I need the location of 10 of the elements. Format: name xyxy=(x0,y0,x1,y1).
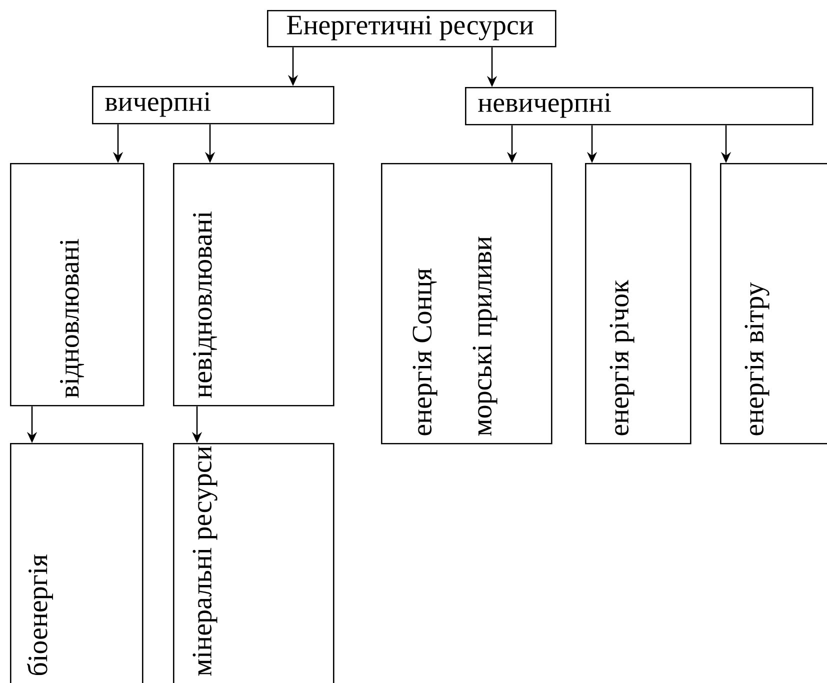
category-box: мінеральні ресурси xyxy=(173,443,334,683)
category-box: енергія вітру xyxy=(720,163,827,444)
category-box: відновлювані xyxy=(10,163,144,406)
category-box: невідновлювані xyxy=(173,163,334,406)
category-box: енергія річок xyxy=(585,163,692,444)
category-box: вичерпні xyxy=(92,86,334,124)
title-box: Енергетичні ресурси xyxy=(267,10,556,48)
category-box: біоенергія xyxy=(10,443,144,683)
category-box: невичерпні xyxy=(465,87,814,126)
category-box: енергія Сонця морські приливи xyxy=(381,163,552,444)
